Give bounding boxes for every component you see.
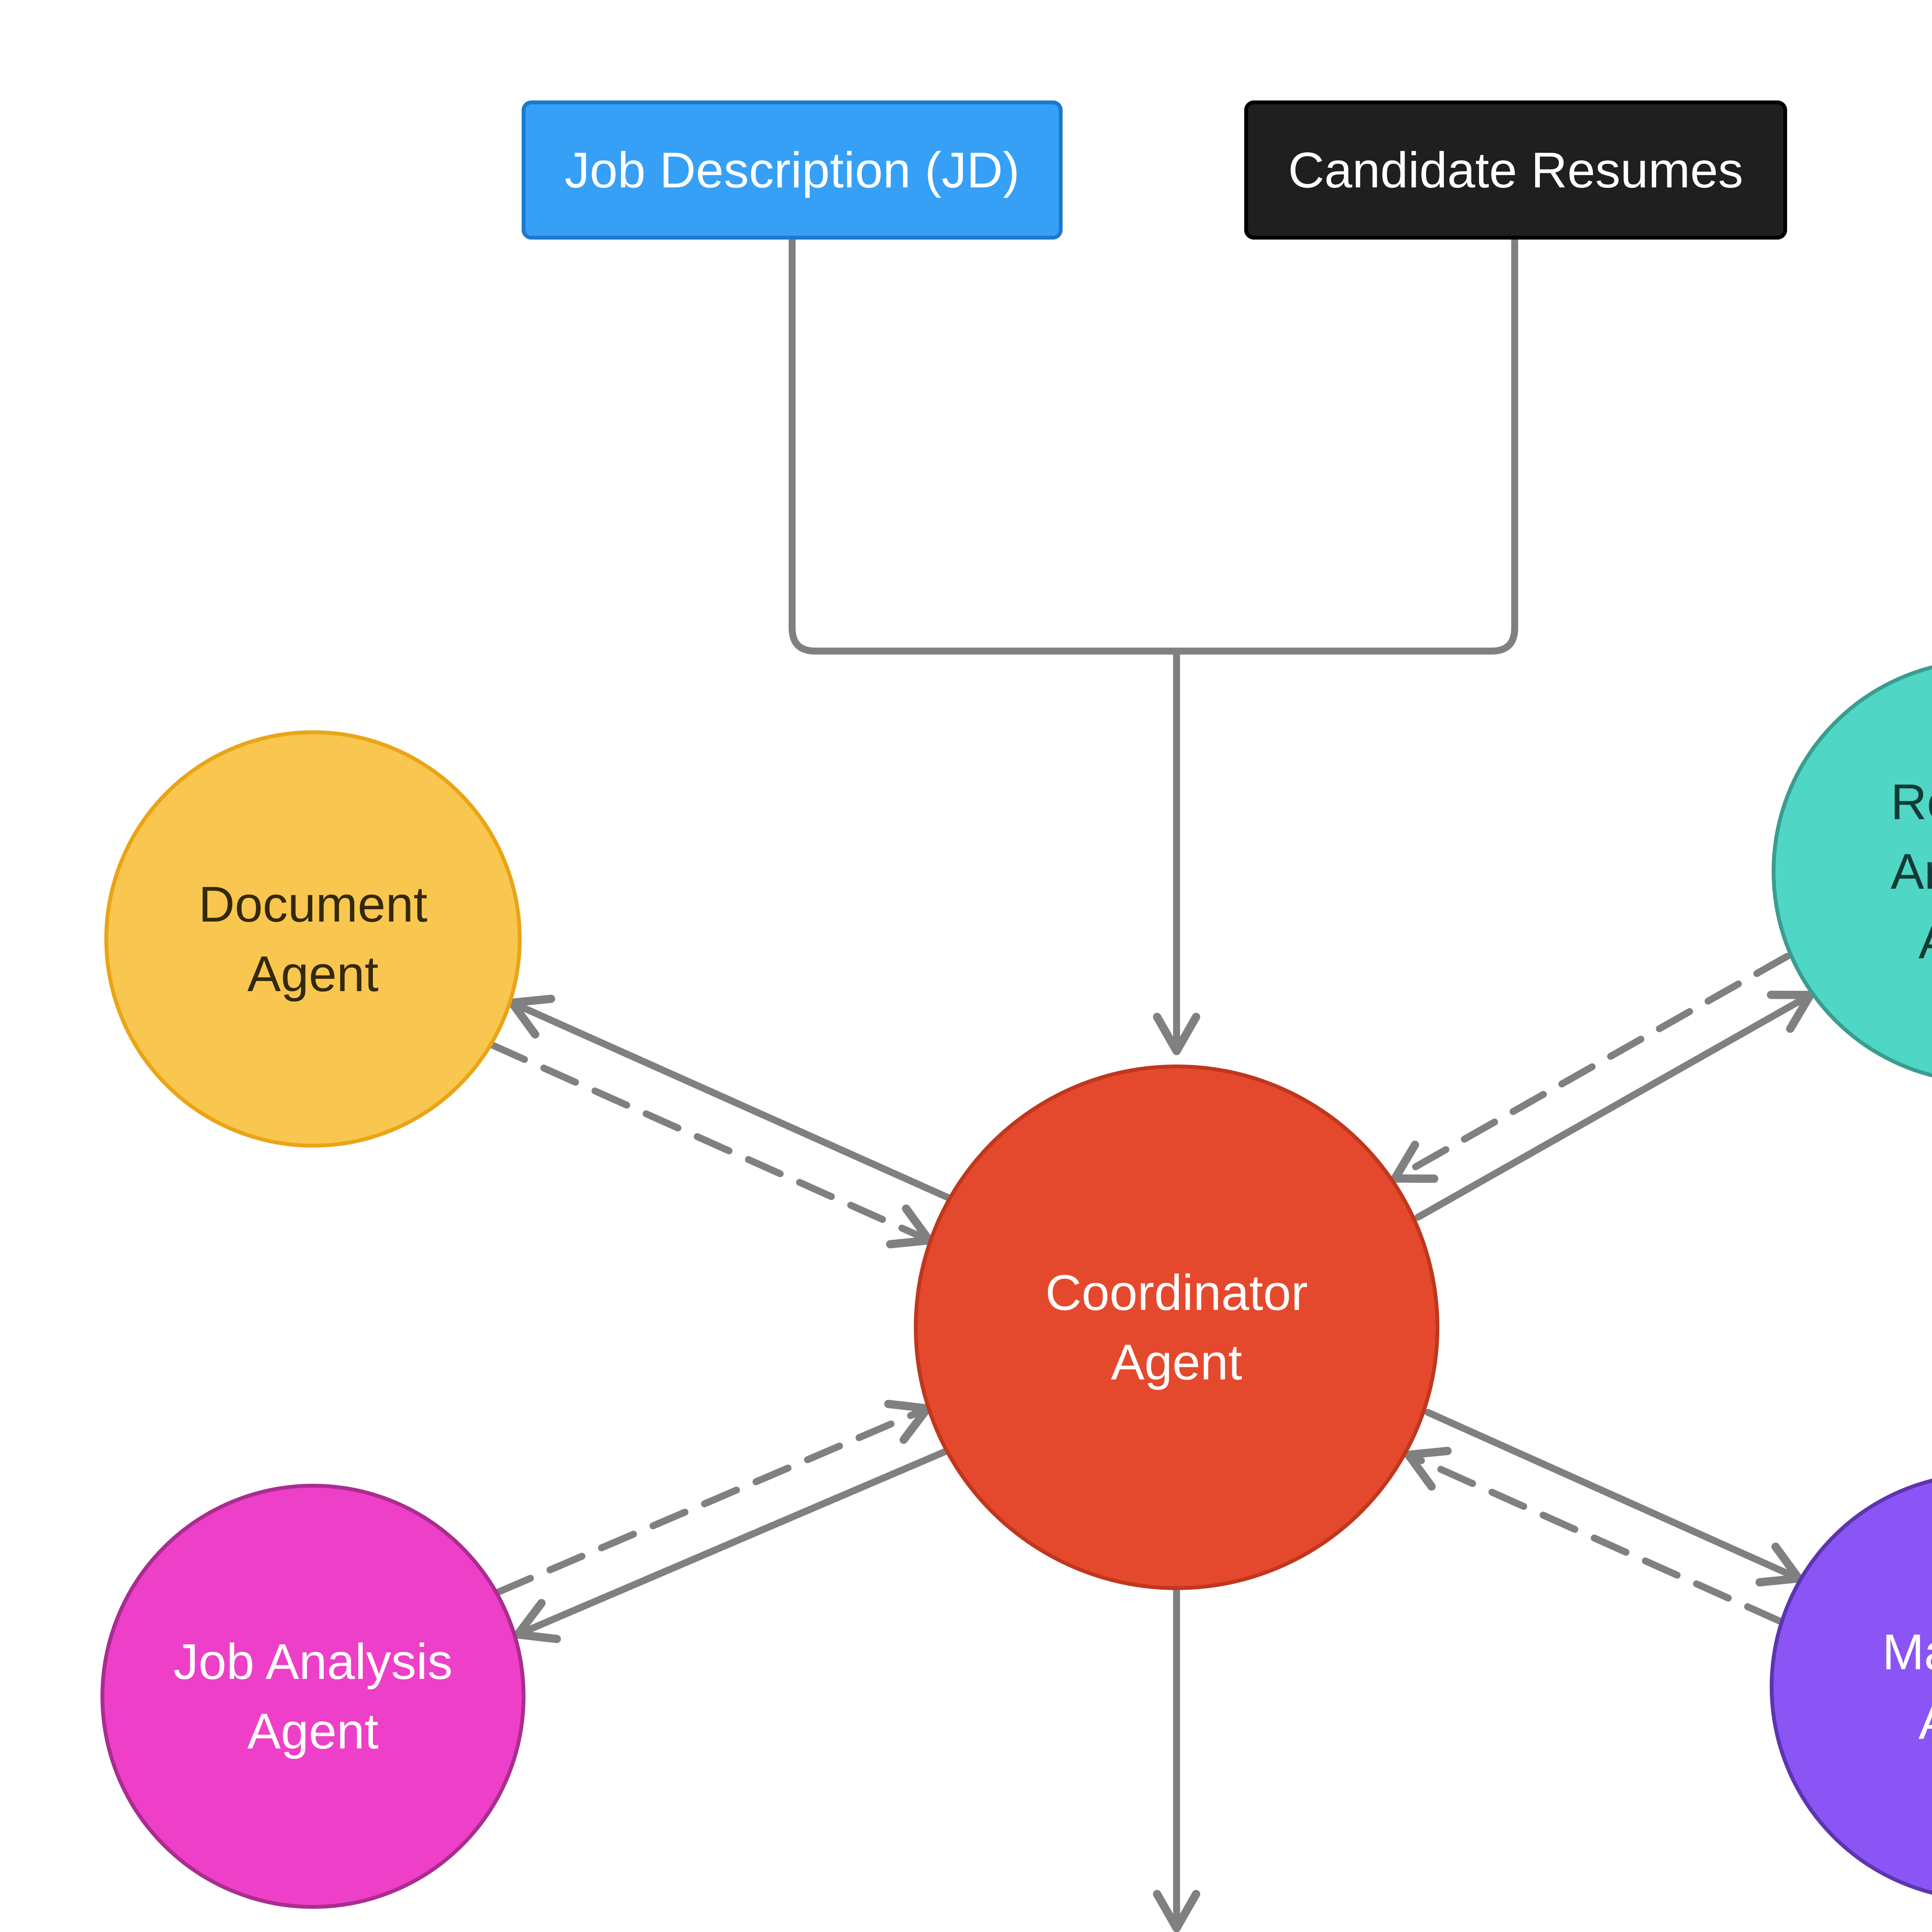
node-document-agent: Document Agent [104, 730, 522, 1148]
node-coordinator-agent-label-line2: Agent [1111, 1333, 1242, 1391]
edge-coordinator-to-job-analysis [514, 1447, 950, 1643]
edge-document-to-coordinator [489, 1042, 934, 1248]
node-coordinator-agent: Coordinator Agent [914, 1065, 1439, 1590]
node-matching-agent-label-line2: Agent [1918, 1687, 1932, 1756]
node-coordinator-agent-label-line1: Coordinator [1045, 1264, 1308, 1321]
edge-jd-to-merge [789, 236, 1180, 655]
edge-coordinator-to-matching [1424, 1409, 1803, 1587]
edge-matching-to-coordinator [1404, 1447, 1783, 1624]
edge-resume-analysis-to-coordinator [1391, 953, 1791, 1183]
node-job-description: Job Description (JD) [522, 100, 1063, 240]
node-resume-analysis-agent-label-line3: Agent [1918, 906, 1932, 976]
node-job-analysis-agent-label-line1: Job Analysis [173, 1633, 453, 1690]
node-resume-analysis-agent-label-line1: Resume [1890, 773, 1932, 831]
node-job-description-label: Job Description (JD) [565, 141, 1020, 199]
node-document-agent-label-line2: Agent [247, 945, 379, 1003]
edge-job-analysis-to-coordinator [495, 1400, 932, 1595]
edge-resumes-to-merge [1173, 236, 1518, 655]
edge-coordinator-to-document [508, 995, 952, 1201]
node-candidate-resumes-label: Candidate Resumes [1288, 141, 1743, 199]
node-resume-analysis-agent-label-line2: Analysis [1890, 842, 1932, 900]
edge-coordinator-to-resume-analysis [1415, 990, 1815, 1221]
node-candidate-resumes: Candidate Resumes [1244, 100, 1787, 240]
node-matching-agent-label-line1: Matching [1882, 1623, 1932, 1681]
node-document-agent-label-line1: Document [198, 875, 428, 933]
node-job-analysis-agent-label-line2: Agent [247, 1702, 379, 1760]
node-job-analysis-agent: Job Analysis Agent [100, 1484, 526, 1909]
